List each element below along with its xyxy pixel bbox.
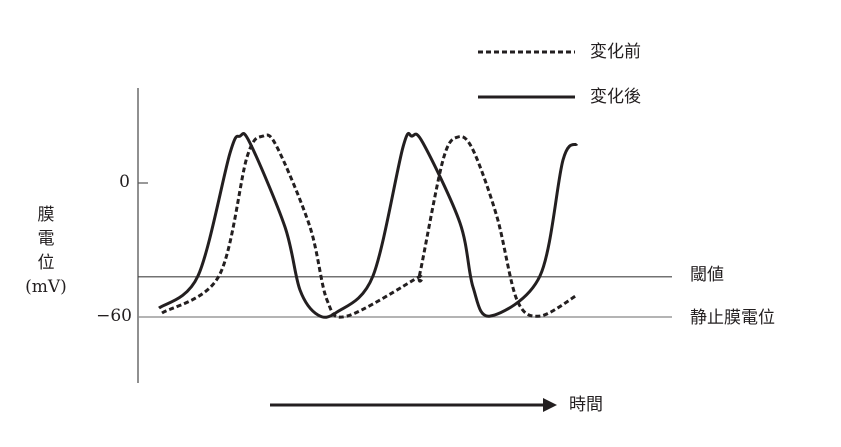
y-axis-label-char: 膜 bbox=[37, 205, 55, 225]
legend-label-before: 変化前 bbox=[590, 42, 641, 62]
y-axis-label: 膜 電 位 (mV) bbox=[18, 203, 74, 299]
threshold-label: 閾値 bbox=[690, 265, 724, 285]
legend-label-after: 変化後 bbox=[590, 87, 641, 107]
time-arrow bbox=[270, 398, 557, 412]
y-axis-label-char: 電 bbox=[37, 229, 55, 249]
y-tick-label-minus60: −60 bbox=[96, 306, 132, 326]
y-axis-label-unit: (mV) bbox=[25, 277, 67, 297]
arrow-head-icon bbox=[543, 398, 557, 412]
series-before-curve bbox=[161, 133, 578, 319]
x-axis-label: 時間 bbox=[569, 395, 603, 415]
y-tick-label-0: 0 bbox=[119, 172, 130, 192]
y-axis-label-char: 位 bbox=[37, 253, 55, 273]
legend bbox=[478, 50, 575, 99]
resting-potential-label: 静止膜電位 bbox=[690, 308, 775, 328]
series-after-curve bbox=[158, 131, 579, 319]
